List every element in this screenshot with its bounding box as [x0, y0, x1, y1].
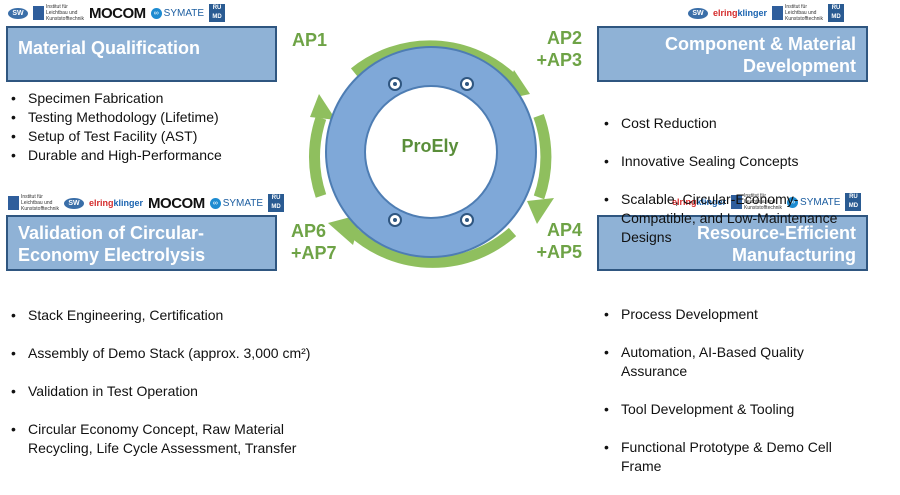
rwth-logo: RU MD: [209, 4, 226, 22]
validation-list: Stack Engineering, Certification Assembl…: [8, 287, 368, 477]
list-item: Functional Prototype & Demo Cell Frame: [601, 438, 891, 476]
ilk-logo: Institut für Leichtbau und Kunststofftec…: [33, 4, 84, 22]
arrowhead-left: [310, 94, 336, 120]
list-item: Stack Engineering, Certification: [8, 306, 368, 325]
list-item: Scalable, Circular-Economy- Compatible, …: [601, 190, 891, 247]
resource-efficient-list: Process Development Automation, AI-Based…: [601, 286, 891, 495]
mocom-logo: MOCOM: [148, 194, 205, 212]
list-item: Automation, AI-Based Quality Assurance: [601, 343, 891, 381]
ap-label-top-left: AP1: [292, 30, 328, 50]
rwth-logo: RU MD: [828, 4, 845, 22]
list-item: Setup of Test Facility (AST): [8, 127, 278, 146]
box-title-line-1: Validation of Circular-: [18, 223, 205, 243]
arrow-left: [309, 116, 327, 198]
symate-logo: ∞SYMATE: [150, 7, 204, 19]
material-qualification-box: Material Qualification: [6, 26, 277, 82]
ap-label-bottom-left: AP6 +AP7: [291, 221, 337, 263]
sw-logo: SW: [64, 197, 84, 209]
list-item: Testing Methodology (Lifetime): [8, 108, 278, 127]
list-item: Assembly of Demo Stack (approx. 3,000 cm…: [8, 344, 368, 363]
box-title-line-2: Manufacturing: [732, 245, 856, 265]
elringklinger-logo: elringklinger: [713, 8, 768, 18]
list-item: Cost Reduction: [601, 114, 891, 133]
list-item: Durable and High-Performance: [8, 146, 278, 165]
sw-logo: SW: [8, 7, 28, 19]
box-title: Material Qualification: [18, 38, 201, 58]
component-material-list: Cost Reduction Innovative Sealing Concep…: [601, 95, 891, 266]
bolt-bottom-left: [388, 213, 402, 227]
component-material-box: Component & Material Development: [597, 26, 868, 82]
mocom-logo: MOCOM: [89, 4, 146, 22]
bolt-top-left: [388, 77, 402, 91]
arrowhead-top: [502, 70, 530, 100]
box-title-line-2: Economy Electrolysis: [18, 245, 206, 265]
ap-label-bottom-right: AP4 +AP5: [536, 220, 582, 262]
bolt-top-right: [460, 77, 474, 91]
box-title-line-2: Development: [742, 56, 856, 76]
list-item: Tool Development & Tooling: [601, 400, 891, 419]
sw-logo: SW: [688, 7, 708, 19]
list-item: Innovative Sealing Concepts: [601, 152, 891, 171]
bolt-bottom-right: [460, 213, 474, 227]
elringklinger-logo: elringklinger: [89, 198, 144, 208]
arrow-top: [350, 40, 518, 84]
ap-label-top-right: AP2 +AP3: [536, 28, 582, 70]
ilk-logo: Institut für Leichtbau und Kunststofftec…: [772, 4, 823, 22]
logo-row-top-left: SW Institut für Leichtbau und Kunststoff…: [8, 3, 226, 23]
list-item: Validation in Test Operation: [8, 382, 368, 401]
rwth-logo: RU MD: [268, 194, 285, 212]
material-qualification-list: Specimen Fabrication Testing Methodology…: [8, 89, 278, 165]
box-title-line-1: Component & Material: [664, 34, 856, 54]
logo-row-top-right: SW elringklinger Institut für Leichtbau …: [688, 3, 845, 23]
arrow-right: [533, 114, 552, 200]
arrow-bottom: [349, 227, 517, 268]
list-item: Specimen Fabrication: [8, 89, 278, 108]
symate-logo: ∞SYMATE: [209, 197, 263, 209]
logo-row-mid-left: Institut für Leichtbau und Kunststofftec…: [8, 193, 285, 213]
ilk-logo: Institut für Leichtbau und Kunststofftec…: [8, 194, 59, 212]
center-label: ProEly: [401, 136, 459, 156]
validation-box: Validation of Circular- Economy Electrol…: [6, 215, 277, 271]
list-item: Circular Economy Concept, Raw Material R…: [8, 420, 368, 458]
list-item: Process Development: [601, 305, 891, 324]
